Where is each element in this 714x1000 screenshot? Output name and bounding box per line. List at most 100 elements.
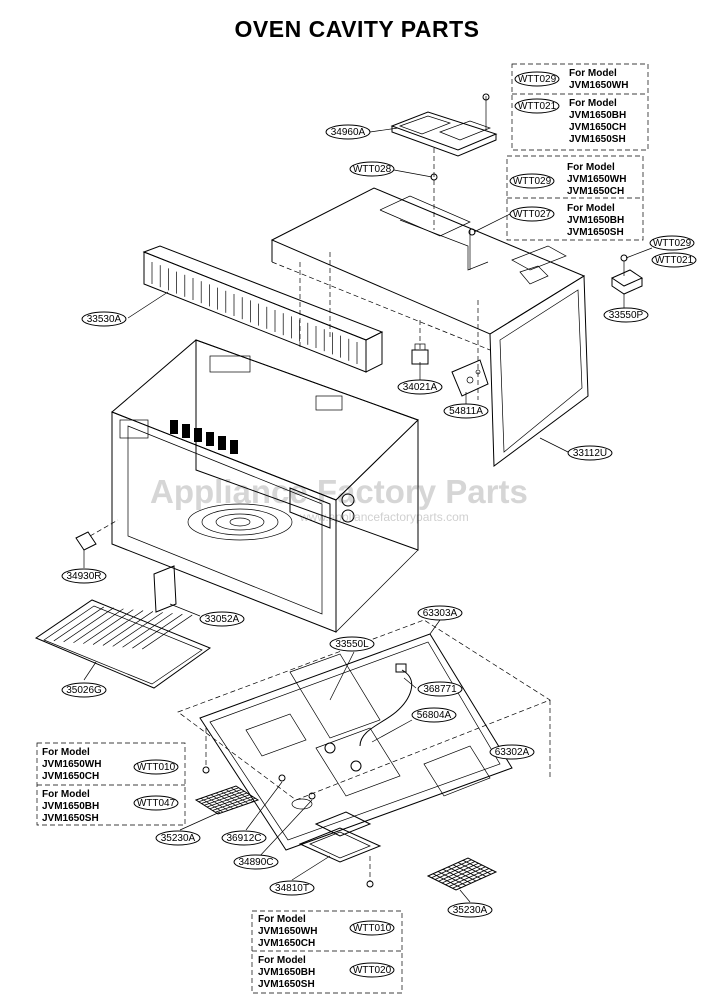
part-callout[interactable] xyxy=(349,920,395,936)
part-callout-35230A[interactable]: 35230A xyxy=(155,830,201,846)
part-34930R-drawing xyxy=(75,519,119,551)
svg-text:34960A: 34960A xyxy=(331,127,366,138)
part-callout-54811A[interactable]: 54811A xyxy=(443,403,489,419)
part-callout-33530A[interactable]: 33530A xyxy=(81,311,127,327)
svg-text:36912C: 36912C xyxy=(226,833,261,844)
svg-text:WTT020: WTT020 xyxy=(353,965,392,976)
svg-text:For Model: For Model xyxy=(42,747,90,758)
svg-text:33112U: 33112U xyxy=(573,448,607,459)
part-callout-34960A[interactable]: 34960A xyxy=(325,124,371,140)
part-34810T-drawing xyxy=(298,811,382,863)
svg-text:WTT027: WTT027 xyxy=(513,209,552,220)
svg-text:WTT021: WTT021 xyxy=(655,255,694,266)
watermark-url: www.appliancefactoryparts.com xyxy=(299,510,469,524)
part-callout[interactable] xyxy=(514,71,560,87)
svg-text:WTT029: WTT029 xyxy=(513,176,552,187)
svg-text:JVM1650SH: JVM1650SH xyxy=(42,813,99,824)
svg-text:JVM1650WH: JVM1650WH xyxy=(258,926,317,937)
svg-text:JVM1650WH: JVM1650WH xyxy=(567,174,626,185)
part-callouts: 34960A WTT028 33530A 34021A 54811A 33550P 3311… xyxy=(61,124,697,918)
screws xyxy=(202,728,374,888)
svg-text:For Model: For Model xyxy=(42,789,90,800)
svg-text:33530A: 33530A xyxy=(87,314,122,325)
part-callout-33052A[interactable]: 33052A xyxy=(199,611,245,627)
svg-text:34930R: 34930R xyxy=(66,571,101,582)
svg-text:33550P: 33550P xyxy=(609,310,644,321)
part-63303A-drawing xyxy=(177,619,551,851)
model-box-bottom-left: For Model JVM1650WH JVM1650CH WTT010 For… xyxy=(36,742,186,826)
part-callout-WTT028[interactable]: WTT028 xyxy=(349,161,395,177)
svg-text:WTT010: WTT010 xyxy=(137,762,176,773)
svg-text:JVM1650BH: JVM1650BH xyxy=(258,967,315,978)
model-box-second: WTT029 For Model JVM1650WH JVM1650CH WTT… xyxy=(506,155,644,241)
svg-text:54811A: 54811A xyxy=(449,406,483,417)
svg-text:JVM1650WH: JVM1650WH xyxy=(42,759,101,770)
svg-text:WTT010: WTT010 xyxy=(353,923,392,934)
svg-text:For Model: For Model xyxy=(567,203,615,214)
model-box-bottom-center: For Model JVM1650WH JVM1650CH WTT010 For… xyxy=(251,910,403,994)
svg-text:33052A: 33052A xyxy=(205,614,240,625)
part-callout-36912C[interactable]: 36912C xyxy=(221,830,267,846)
svg-text:WTT021: WTT021 xyxy=(518,101,557,112)
svg-text:JVM1650BH: JVM1650BH xyxy=(569,110,626,121)
svg-text:For Model: For Model xyxy=(258,955,306,966)
svg-text:WTT047: WTT047 xyxy=(137,798,176,809)
svg-text:WTT029: WTT029 xyxy=(518,74,557,85)
svg-text:JVM1650WH: JVM1650WH xyxy=(569,80,628,91)
svg-text:JVM1650CH: JVM1650CH xyxy=(567,186,624,197)
part-callout-WTT021[interactable]: WTT021 xyxy=(651,252,697,268)
svg-text:35230A: 35230A xyxy=(453,905,488,916)
part-callout-34930R[interactable]: 34930R xyxy=(61,568,107,584)
svg-text:34021A: 34021A xyxy=(403,382,438,393)
part-33052A-drawing xyxy=(153,565,177,613)
part-callout[interactable] xyxy=(349,962,395,978)
svg-text:WTT029: WTT029 xyxy=(653,238,692,249)
part-callout[interactable] xyxy=(514,98,560,114)
part-callout[interactable] xyxy=(133,759,179,775)
svg-text:JVM1650SH: JVM1650SH xyxy=(567,227,624,238)
svg-text:JVM1650SH: JVM1650SH xyxy=(569,134,626,145)
part-callout-34810T[interactable]: 34810T xyxy=(269,880,315,896)
svg-text:For Model: For Model xyxy=(569,68,617,79)
svg-text:For Model: For Model xyxy=(258,914,306,925)
part-callout-35230A[interactable]: 35230A xyxy=(447,902,493,918)
part-callout[interactable] xyxy=(133,795,179,811)
oven-cavity-drawing xyxy=(111,339,419,633)
svg-text:JVM1650CH: JVM1650CH xyxy=(258,938,315,949)
part-callout-63302A[interactable]: 63302A xyxy=(489,744,535,760)
svg-text:63303A: 63303A xyxy=(423,608,458,619)
part-callout-56804A[interactable]: 56804A xyxy=(411,707,457,723)
svg-text:For Model: For Model xyxy=(569,98,617,109)
svg-text:JVM1650CH: JVM1650CH xyxy=(569,122,626,133)
svg-text:JVM1650SH: JVM1650SH xyxy=(258,979,315,990)
part-callout-WTT029[interactable]: WTT029 xyxy=(649,235,695,251)
svg-text:56804A: 56804A xyxy=(417,710,452,721)
page-title: OVEN CAVITY PARTS xyxy=(234,16,480,42)
svg-text:For Model: For Model xyxy=(567,162,615,173)
part-callout[interactable] xyxy=(509,173,555,189)
part-54811A-drawing xyxy=(451,359,489,397)
svg-text:WTT028: WTT028 xyxy=(353,164,392,175)
part-34960A-drawing xyxy=(390,93,498,157)
part-callout-368771[interactable]: 368771 xyxy=(417,681,463,697)
part-callout-63303A[interactable]: 63303A xyxy=(417,605,463,621)
part-35230A-right-drawing xyxy=(426,857,498,891)
part-33530A-drawing xyxy=(142,245,384,373)
part-callout-34021A[interactable]: 34021A xyxy=(397,379,443,395)
part-callout-35026G[interactable]: 35026G xyxy=(61,682,107,698)
part-35230A-left-drawing xyxy=(194,785,260,815)
part-callout-33550P[interactable]: 33550P xyxy=(603,307,649,323)
part-callout-33112U[interactable]: 33112U xyxy=(567,445,613,461)
part-callout-34890C[interactable]: 34890C xyxy=(233,854,279,870)
part-33550P-drawing xyxy=(610,254,644,295)
part-callout-33550L[interactable]: 33550L xyxy=(329,636,375,652)
svg-text:35026G: 35026G xyxy=(66,685,102,696)
svg-text:34810T: 34810T xyxy=(275,883,309,894)
part-33112U-drawing xyxy=(270,187,589,467)
svg-text:33550L: 33550L xyxy=(335,639,369,650)
leader-lines xyxy=(83,127,653,903)
screw-wtt028 xyxy=(430,148,438,230)
svg-text:35230A: 35230A xyxy=(161,833,196,844)
model-box-top: WTT029 For Model JVM1650WH WTT021 For Mo… xyxy=(511,63,649,151)
